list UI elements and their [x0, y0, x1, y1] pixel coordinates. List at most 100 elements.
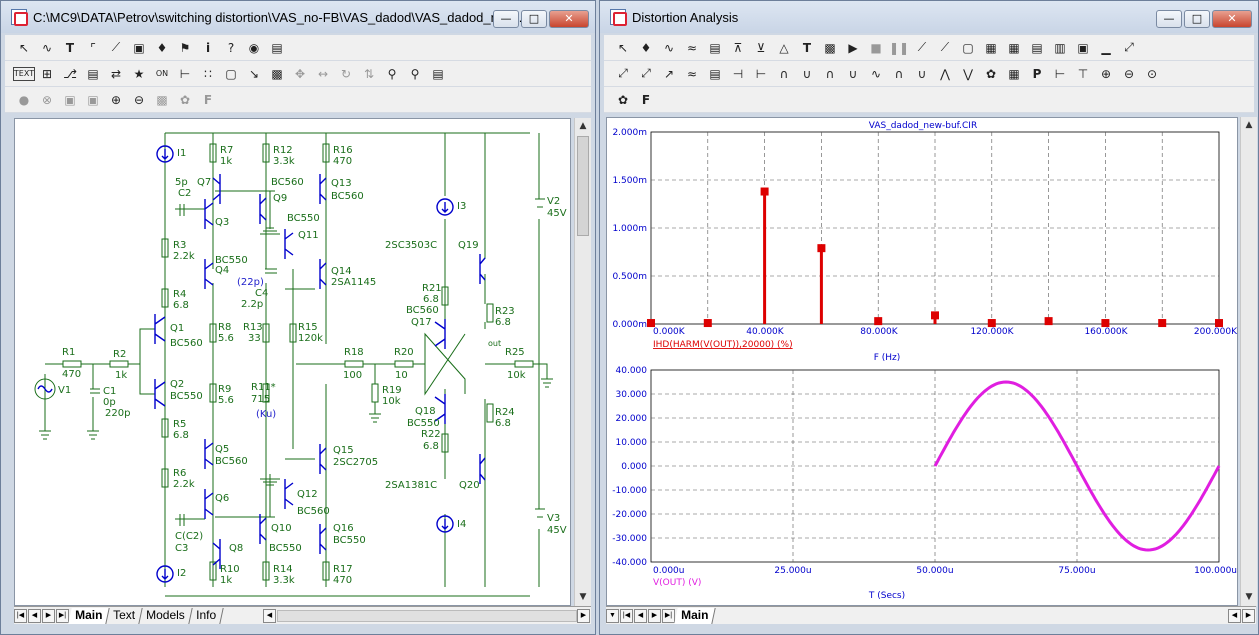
text-icon[interactable]: T [802, 40, 812, 55]
node-numbers-icon[interactable]: ⇄ [110, 66, 122, 81]
scroll-up-arrow-icon[interactable]: ▲ [1245, 120, 1253, 130]
text-mode-icon[interactable]: T [65, 40, 75, 55]
camera-icon[interactable]: ▩ [156, 92, 168, 107]
display-icon[interactable]: ▤ [87, 66, 99, 81]
zoom-out-icon[interactable]: ⊖ [133, 92, 145, 107]
next-page-icon[interactable]: ▶ [42, 608, 55, 623]
chart-icon[interactable]: ▤ [709, 66, 721, 81]
horizontal-scrollbar[interactable] [277, 609, 577, 622]
frame-icon[interactable]: ▢ [962, 40, 974, 55]
valley-mode-icon[interactable]: ∪ [802, 66, 812, 81]
top-plot-expression[interactable]: IHD(HARM(V(OUT)),20000) (%) [653, 340, 793, 350]
font-icon[interactable]: F [203, 92, 213, 107]
first-page-icon[interactable]: |◀ [620, 608, 633, 623]
pause-icon[interactable]: ❚❚ [888, 40, 910, 55]
copy-icon[interactable]: ▣ [64, 92, 76, 107]
bus-icon[interactable]: ▣ [133, 40, 145, 55]
flip-icon[interactable]: ⇅ [363, 66, 375, 81]
slope-cursor-icon[interactable]: ↗ [663, 66, 675, 81]
first-page-icon[interactable]: |◀ [14, 608, 27, 623]
analysis-titlebar[interactable]: Distortion Analysis — □ ✕ [600, 1, 1258, 33]
tokens-icon[interactable]: ▤ [709, 40, 721, 55]
schematic-vertical-scrollbar[interactable]: ▲ ▼ [574, 118, 591, 606]
label-icon[interactable]: ⊻ [756, 40, 766, 55]
pin-connection-icon[interactable]: ⊢ [179, 66, 191, 81]
ortho-wire-icon[interactable]: ⌜ [90, 40, 96, 55]
flag-icon[interactable]: ⚑ [179, 40, 191, 55]
zoom-in-icon[interactable]: ⊕ [110, 92, 122, 107]
zoom-fit-icon[interactable]: ⊙ [1146, 66, 1158, 81]
minor-grid-icon[interactable]: ▦ [1008, 40, 1020, 55]
close-button[interactable]: ✕ [549, 10, 589, 28]
cursor-icon[interactable]: ↘ [248, 66, 260, 81]
prev-page-icon[interactable]: ◀ [28, 608, 41, 623]
bottom-mode-icon[interactable]: ⋁ [963, 66, 973, 81]
top-icon[interactable]: ⋀ [940, 66, 950, 81]
slope-icon[interactable]: ⟋ [940, 40, 950, 54]
tab-info[interactable]: Info [189, 607, 224, 624]
plot-area[interactable]: VAS_dadod_new-buf.CIR 2.000m 1.500m 1.00… [606, 117, 1238, 606]
plot-vertical-scrollbar[interactable]: ▲ ▼ [1240, 117, 1257, 606]
spreadsheet-icon[interactable]: ▦ [1008, 66, 1020, 81]
peak-icon[interactable]: ⊼ [733, 40, 743, 55]
tab-text[interactable]: Text [106, 607, 144, 624]
properties-icon[interactable]: ▩ [271, 66, 283, 81]
component-icon[interactable]: ♦ [640, 40, 652, 55]
bottom-icon[interactable]: ▁ [1101, 40, 1111, 55]
columns-icon[interactable]: ▥ [1054, 40, 1066, 55]
global-low-icon[interactable]: ∪ [917, 66, 927, 81]
mirror-icon[interactable]: ↔ [317, 66, 329, 81]
fc-icon[interactable]: △ [779, 40, 789, 55]
on-icon[interactable]: ON [155, 69, 169, 78]
scale-icon[interactable]: ∿ [663, 40, 675, 55]
component-icon[interactable]: ♦ [156, 40, 168, 55]
maximize-button[interactable]: □ [521, 10, 547, 28]
palette-icon[interactable]: ✿ [617, 92, 629, 107]
cancel-icon[interactable]: ⊗ [41, 92, 53, 107]
scroll-down-arrow-icon[interactable]: ▼ [579, 592, 587, 602]
font-icon[interactable]: F [641, 92, 651, 107]
line-icon[interactable]: ⟋ [917, 40, 927, 54]
minimize-button[interactable]: — [1156, 10, 1182, 28]
text-toggle-icon[interactable]: TEXT [13, 66, 35, 81]
scroll-right-icon[interactable]: ▶ [577, 608, 590, 623]
grid-icon[interactable]: ▦ [985, 40, 997, 55]
wave-icon[interactable]: ≈ [686, 66, 698, 81]
properties-icon[interactable]: ▩ [824, 40, 836, 55]
close-button[interactable]: ✕ [1212, 10, 1252, 28]
palette-icon[interactable]: ✿ [985, 66, 997, 81]
probe-icon[interactable]: ▤ [271, 40, 283, 55]
globe-icon[interactable]: ◉ [248, 40, 260, 55]
grid-icon[interactable]: ∷ [204, 66, 212, 81]
stop-icon[interactable]: ■ [870, 40, 882, 55]
cursor-mode-icon[interactable]: ⤢ [1124, 40, 1134, 54]
zoom-out-icon[interactable]: ⊖ [1123, 66, 1135, 81]
stop-icon[interactable]: ● [18, 92, 30, 107]
scroll-left-icon[interactable]: ◀ [263, 608, 276, 623]
scroll-left-icon[interactable]: ◀ [1228, 608, 1241, 623]
paste-icon[interactable]: ▣ [87, 92, 99, 107]
schematic-canvas[interactable]: I1 R7 1k R12 3.3k R16 470 5p Q7 C2 BC560… [14, 118, 571, 606]
scroll-down-arrow-icon[interactable]: ▼ [1245, 592, 1253, 602]
schematic-titlebar[interactable]: C:\MC9\DATA\Petrov\switching distortion\… [1, 1, 595, 33]
zoom-in-icon[interactable]: ⊕ [1100, 66, 1112, 81]
right-cursor-icon[interactable]: ⊢ [755, 66, 767, 81]
voltage-icon[interactable]: ★ [133, 66, 145, 81]
prev-page-icon[interactable]: ◀ [634, 608, 647, 623]
dropdown-icon[interactable]: ▼ [606, 608, 619, 623]
move-icon[interactable]: ✥ [294, 66, 306, 81]
last-page-icon[interactable]: ▶| [56, 608, 69, 623]
peak-mode-icon[interactable]: ∩ [779, 66, 789, 81]
run-icon[interactable]: ▶ [848, 40, 858, 55]
tab-models[interactable]: Models [139, 607, 193, 624]
table-icon[interactable]: ▤ [1031, 40, 1043, 55]
select-mode-icon[interactable]: ↖ [18, 40, 30, 55]
inflection-icon[interactable]: ∿ [870, 66, 882, 81]
scroll-up-arrow-icon[interactable]: ▲ [579, 121, 587, 131]
diagonal-wire-icon[interactable]: ⟋ [111, 40, 121, 54]
tab-main[interactable]: Main [68, 607, 111, 624]
low-icon[interactable]: ∪ [848, 66, 858, 81]
p-icon[interactable]: P [1032, 66, 1042, 81]
find-icon[interactable]: ⚲ [387, 66, 397, 81]
high-icon[interactable]: ∩ [825, 66, 835, 81]
